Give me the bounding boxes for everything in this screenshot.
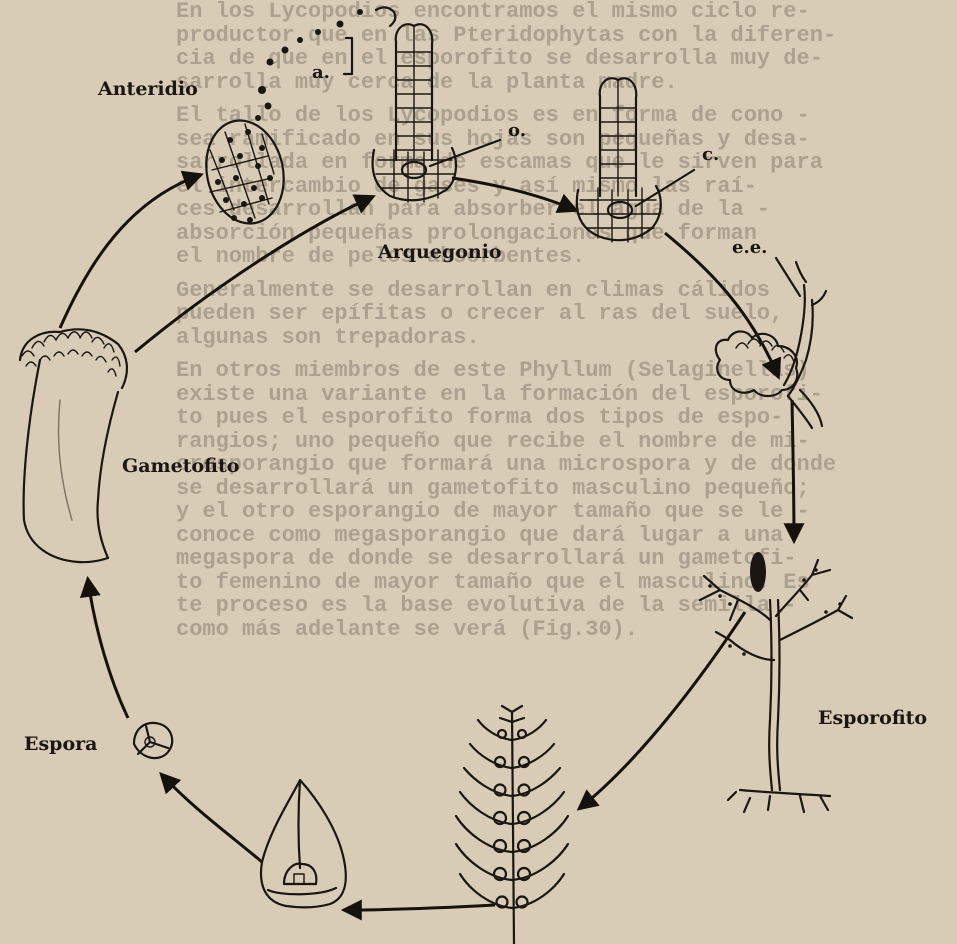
label-gametofito: Gametofito (122, 455, 239, 477)
label-c: c. (702, 144, 719, 165)
label-arquegonio: Arquegonio (377, 241, 502, 263)
anterozoides (255, 9, 363, 121)
label-a: a. (312, 62, 330, 83)
arrow-esporofito-to-estrobilo (580, 612, 745, 808)
label-anteridio: Anteridio (97, 78, 198, 100)
arquegonio-fecundado-drawing (577, 78, 694, 242)
gametofito-drawing (20, 329, 127, 562)
arrow-gametofito-to-arquegonio (135, 197, 372, 352)
label-ee: e.e. (732, 237, 767, 258)
arrow-espora-to-gametofito (88, 580, 128, 718)
arrow-estrobilo-to-esporofila (345, 905, 495, 910)
arrow-arquegonio-to-fecundado (452, 178, 575, 210)
esporofito-drawing (700, 552, 852, 812)
espora-drawing (134, 723, 172, 758)
cycle-arrows (60, 175, 794, 910)
label-o: o. (508, 120, 526, 141)
arrow-embrion-to-esporofito (792, 400, 794, 540)
arquegonio-drawing (373, 24, 500, 202)
estrobilo-drawing (456, 706, 568, 944)
esporofila-drawing (261, 780, 346, 907)
arrow-gametofito-to-anteridio (60, 175, 200, 328)
embrion-drawing (716, 258, 826, 428)
anteridio-drawing (197, 7, 395, 230)
label-espora: Espora (24, 733, 97, 755)
label-esporofito: Esporofito (818, 707, 927, 729)
arrow-esporofila-to-espora (162, 775, 262, 862)
